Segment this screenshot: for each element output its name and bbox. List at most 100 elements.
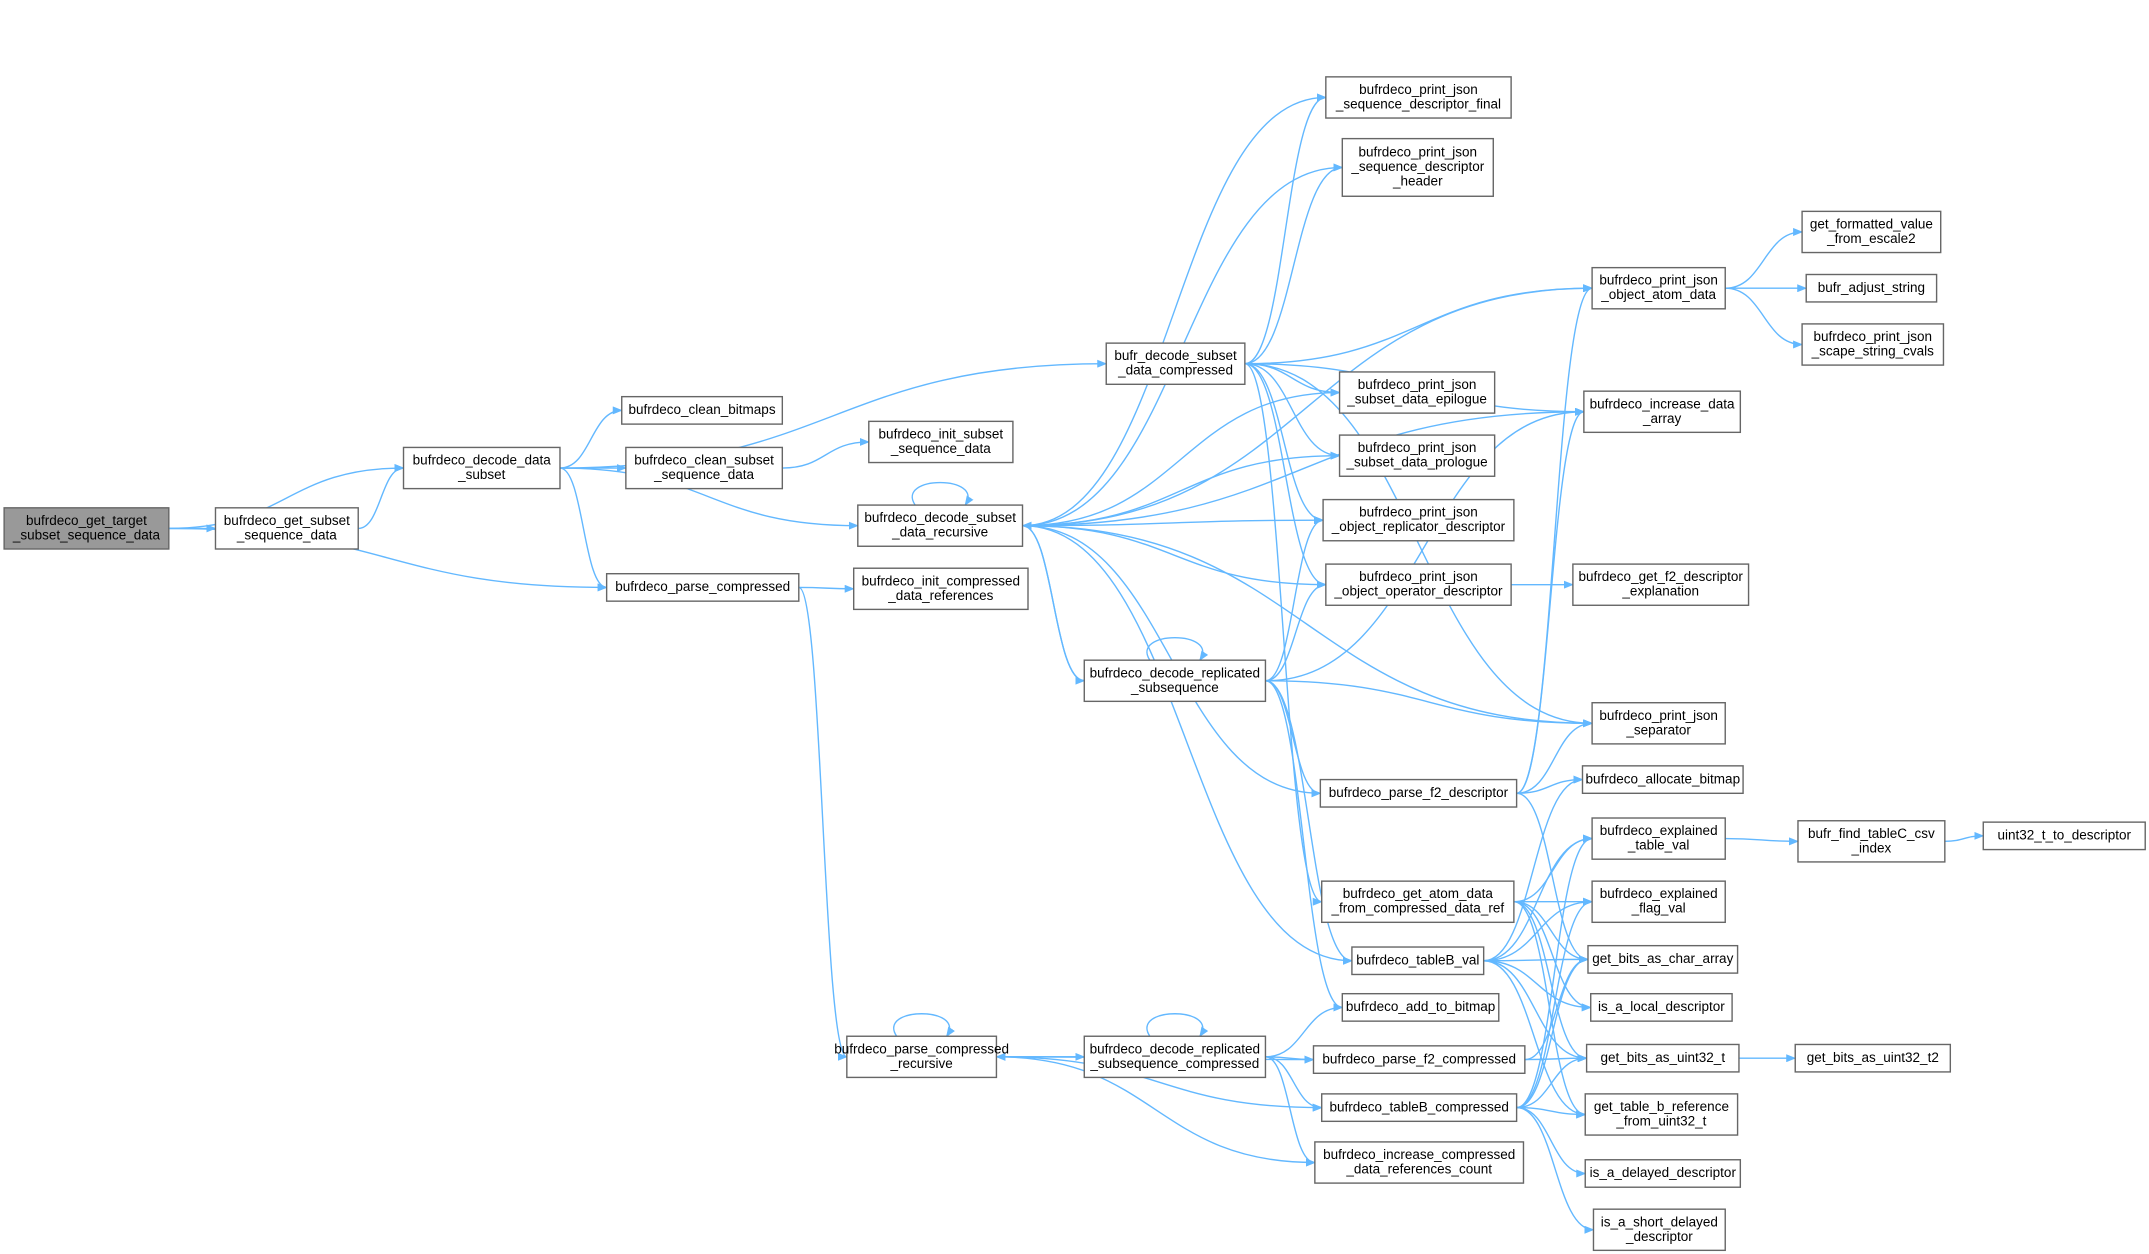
node-decode_subset_compressed[interactable]: bufr_decode_subset_data_compressed [1105, 342, 1246, 385]
node-box [1325, 76, 1512, 119]
node-pj_operator[interactable]: bufrdeco_print_json_object_operator_desc… [1325, 563, 1512, 606]
node-pj_replicator[interactable]: bufrdeco_print_json_object_replicator_de… [1322, 498, 1515, 542]
node-parse_compressed[interactable]: bufrdeco_parse_compressed [605, 573, 800, 602]
edge-root-to-decode_data_subset [168, 464, 405, 530]
node-parse_f2_compressed[interactable]: bufrdeco_parse_f2_compressed [1312, 1045, 1526, 1074]
node-is_delayed[interactable]: is_a_delayed_descriptor [1584, 1159, 1742, 1188]
node-tableB_compressed[interactable]: bufrdeco_tableB_compressed [1321, 1093, 1518, 1123]
node-explained_table[interactable]: bufrdeco_explained_table_val [1591, 817, 1726, 860]
node-label-line: bufrdeco_get_subset [224, 513, 350, 528]
node-allocate_bitmap[interactable]: bufrdeco_allocate_bitmap [1581, 765, 1744, 795]
edge-decode_subset_compressed-to-get_atom_compressed [1244, 363, 1323, 906]
edge-parse_f2-to-pj_separator [1516, 719, 1594, 795]
node-bits_uint32[interactable]: get_bits_as_uint32_t [1585, 1043, 1740, 1073]
node-label-line: _sequence_data [653, 467, 754, 482]
node-label-line: get_formatted_value [1810, 216, 1933, 231]
node-pj_separator[interactable]: bufrdeco_print_json_separator [1591, 702, 1726, 745]
node-label-line: bufrdeco_clean_bitmaps [628, 402, 775, 417]
edge-decode_replicated_compressed-to-decode_replicated_compressed [1146, 1013, 1209, 1038]
node-parse_compressed_recursive[interactable]: bufrdeco_parse_compressed_recursive [834, 1035, 1009, 1079]
edge-decode_replicated_compressed-to-add_to_bitmap [1265, 1003, 1344, 1058]
edge-decode_replicated-to-add_to_bitmap [1265, 680, 1344, 1012]
edge-get_atom_compressed-to-bits_uint32 [1513, 901, 1588, 1063]
node-box [214, 507, 359, 550]
edge-decode_replicated-to-parse_f2 [1265, 680, 1322, 798]
edge-decode_subset_recursive-to-decode_subset_recursive [911, 482, 974, 506]
node-label-line: bufrdeco_get_f2_descriptor [1579, 569, 1744, 584]
node-scape_string[interactable]: bufrdeco_print_json_scape_string_cvals [1801, 323, 1945, 366]
node-label-line: bufrdeco_parse_compressed [615, 579, 790, 594]
node-box [1592, 1208, 1726, 1252]
edge-get_subset_seq-to-decode_data_subset [358, 464, 405, 530]
edge-tableB_val-to-bits_uint32 [1483, 960, 1588, 1063]
node-find_tableC[interactable]: bufr_find_tableC_csv_index [1797, 820, 1946, 863]
node-explained_flag[interactable]: bufrdeco_explained_flag_val [1591, 880, 1726, 924]
node-get_subset_seq[interactable]: bufrdeco_get_subset_sequence_data [214, 507, 359, 550]
node-layer: bufrdeco_get_target_subset_sequence_data… [3, 76, 2146, 1252]
node-label-line: bufrdeco_explained [1600, 823, 1718, 838]
edge-pj_atom-to-formatted_escale2 [1725, 227, 1804, 289]
edge-decode_subset_recursive-to-tableB_val [1022, 524, 1353, 965]
edge-decode_subset_recursive-to-pj_epilogue [1022, 388, 1341, 527]
edge-tableB_val-to-explained_table [1483, 834, 1594, 962]
node-init_subset_seq[interactable]: bufrdeco_init_subset_sequence_data [868, 420, 1014, 464]
node-pj_prologue[interactable]: bufrdeco_print_json_subset_data_prologue [1338, 434, 1496, 477]
edge-decode_subset_compressed-to-pj_operator [1244, 363, 1327, 589]
node-bits_char_array[interactable]: get_bits_as_char_array [1587, 944, 1739, 974]
node-label-line: is_a_local_descriptor [1598, 999, 1725, 1014]
node-formatted_escale2[interactable]: get_formatted_value_from_escale2 [1801, 210, 1942, 254]
node-label-line: bufrdeco_print_json [1359, 569, 1478, 584]
node-box [1590, 992, 1733, 1022]
node-box [846, 1035, 998, 1079]
node-is_short_delayed[interactable]: is_a_short_delayed_descriptor [1592, 1208, 1726, 1252]
edge-parse_compressed_recursive-to-inc_compressed_refs [996, 1056, 1316, 1167]
node-label-line: get_bits_as_char_array [1592, 951, 1733, 966]
edge-decode_replicated_compressed-to-inc_compressed_refs [1265, 1056, 1316, 1167]
node-label-line: bufrdeco_clean_subset [634, 453, 774, 468]
node-box [1587, 944, 1739, 974]
node-decode_data_subset[interactable]: bufrdeco_decode_data_subset [402, 446, 561, 490]
node-label-line: _scape_string_cvals [1811, 343, 1935, 358]
node-inc_data_array[interactable]: bufrdeco_increase_data_array [1583, 390, 1742, 434]
node-add_to_bitmap[interactable]: bufrdeco_add_to_bitmap [1341, 992, 1500, 1022]
node-table_b_ref[interactable]: get_table_b_reference_from_uint32_t [1584, 1093, 1739, 1136]
node-clean_bitmaps[interactable]: bufrdeco_clean_bitmaps [621, 395, 784, 425]
node-decode_subset_recursive[interactable]: bufrdeco_decode_subset_data_recursive [857, 504, 1024, 547]
node-label-line: _subsequence_compressed [1089, 1056, 1259, 1071]
node-box [1584, 1093, 1739, 1136]
edge-tableB_val-to-bits_char_array [1483, 955, 1589, 964]
node-box [1805, 273, 1938, 303]
node-box [1797, 820, 1946, 863]
edge-decode_subset_recursive-to-pj_replicator [1022, 516, 1325, 527]
node-decode_replicated[interactable]: bufrdeco_decode_replicated_subsequence [1083, 659, 1267, 703]
node-adjust_string[interactable]: bufr_adjust_string [1805, 273, 1938, 303]
node-get_f2_expl[interactable]: bufrdeco_get_f2_descriptor_explanation [1572, 563, 1750, 606]
node-bits_uint32_t2[interactable]: get_bits_as_uint32_t2 [1794, 1043, 1952, 1073]
node-root[interactable]: bufrdeco_get_target_subset_sequence_data [3, 507, 170, 550]
node-box [1105, 342, 1246, 385]
node-uint32_to_desc[interactable]: uint32_t_to_descriptor [1982, 821, 2146, 851]
node-label-line: bufr_find_tableC_csv [1808, 826, 1935, 841]
node-pj_seq_header[interactable]: bufrdeco_print_json_sequence_descriptor_… [1341, 137, 1494, 197]
edge-decode_subset_compressed-to-pj_prologue [1244, 363, 1341, 460]
node-decode_replicated_compressed[interactable]: bufrdeco_decode_replicated_subsequence_c… [1083, 1035, 1267, 1079]
node-clean_subset_seq[interactable]: bufrdeco_clean_subset_sequence_data [625, 446, 784, 490]
node-inc_compressed_refs[interactable]: bufrdeco_increase_compressed_data_refere… [1314, 1141, 1525, 1184]
edge-decode_replicated-to-inc_data_array [1265, 407, 1585, 682]
node-label-line: _subset_data_prologue [1346, 455, 1488, 470]
node-label-line: _data_references_count [1345, 1162, 1492, 1177]
node-pj_epilogue[interactable]: bufrdeco_print_json_subset_data_epilogue [1338, 371, 1496, 414]
node-tableB_val[interactable]: bufrdeco_tableB_val [1351, 946, 1485, 976]
node-label-line: bufrdeco_print_json [1813, 329, 1932, 344]
node-label-line: _sequence_data [890, 441, 991, 456]
node-label-line: bufrdeco_tableB_val [1356, 953, 1479, 968]
node-pj_seq_final[interactable]: bufrdeco_print_json_sequence_descriptor_… [1325, 76, 1512, 119]
node-parse_f2[interactable]: bufrdeco_parse_f2_descriptor [1319, 778, 1518, 808]
node-is_local[interactable]: is_a_local_descriptor [1590, 992, 1733, 1022]
node-get_atom_compressed[interactable]: bufrdeco_get_atom_data_from_compressed_d… [1321, 880, 1515, 924]
node-pj_atom[interactable]: bufrdeco_print_json_object_atom_data [1591, 266, 1726, 310]
node-init_compressed_refs[interactable]: bufrdeco_init_compressed_data_references [852, 567, 1029, 611]
node-box [1982, 821, 2146, 851]
edge-pj_atom-to-scape_string [1725, 287, 1804, 349]
node-label-line: bufrdeco_add_to_bitmap [1346, 999, 1495, 1014]
